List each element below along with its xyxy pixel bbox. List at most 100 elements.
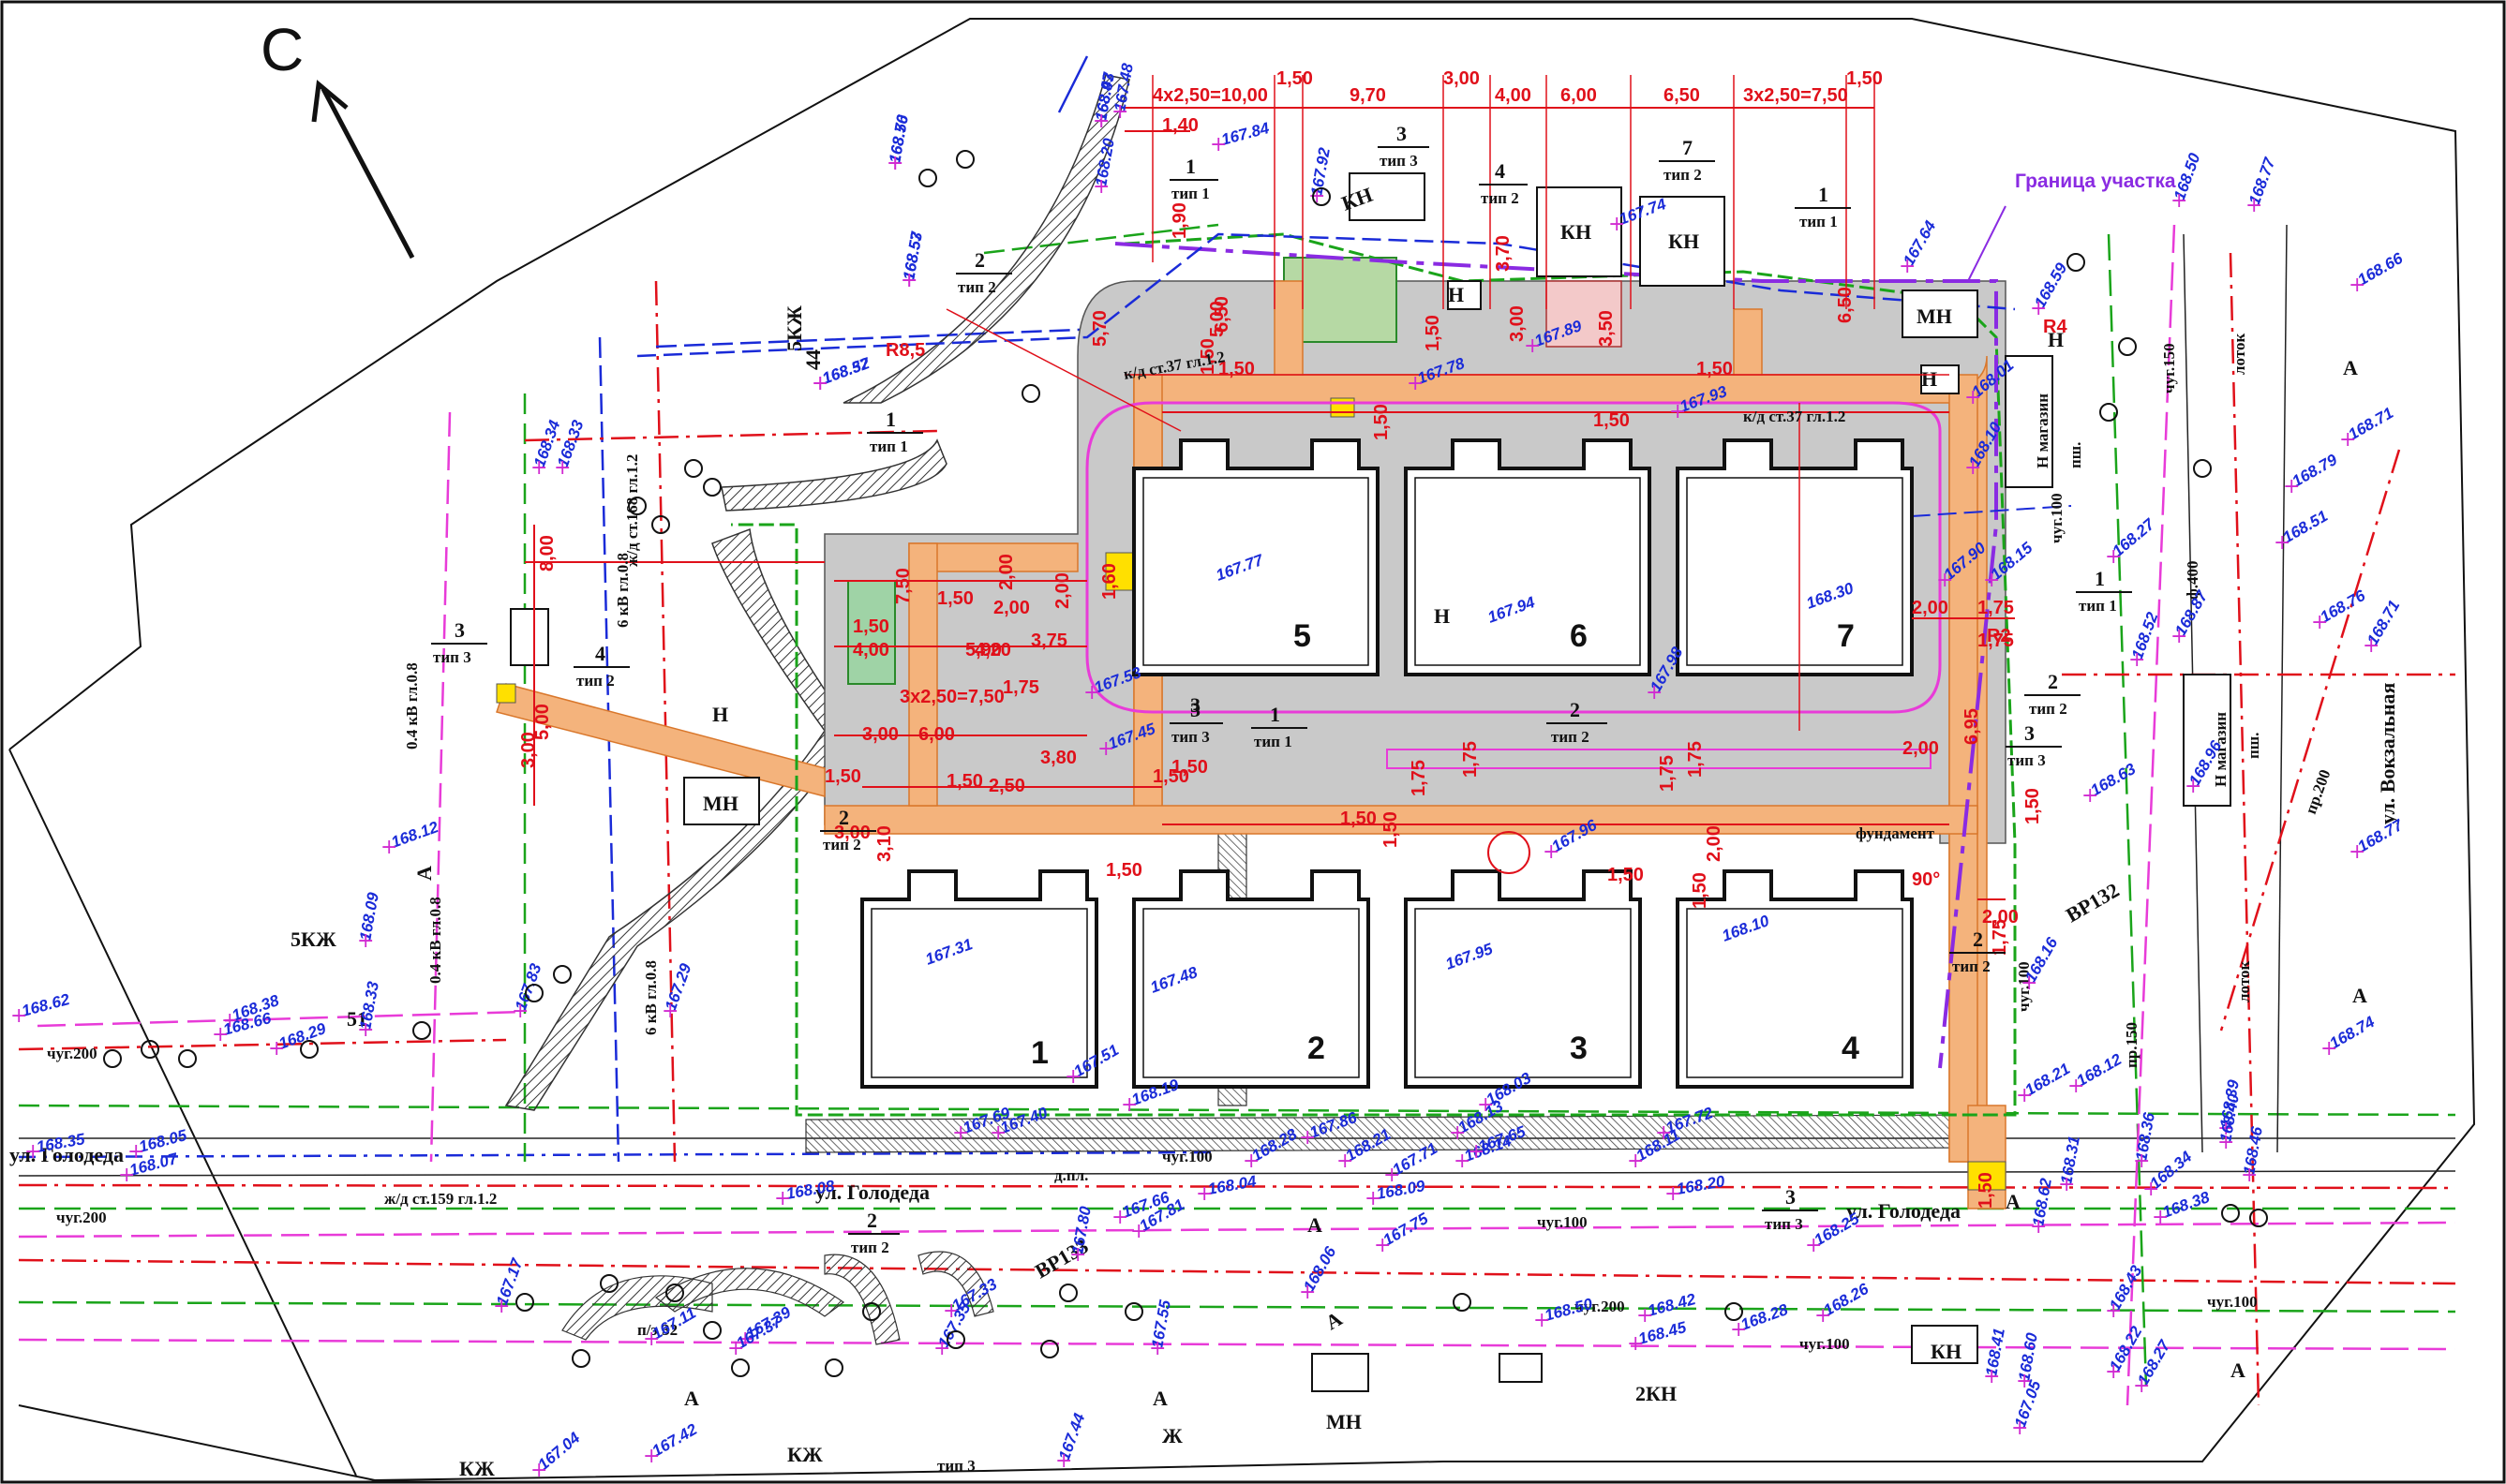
dimension-label: 1,50 [1607, 865, 1644, 885]
spot-cross-icon: + [1299, 1281, 1316, 1304]
dimension-label: 1,50 [1153, 766, 1189, 787]
dimension-label: 5,00 [532, 704, 553, 740]
utility-label: чуг.100 [2048, 493, 2066, 543]
tree-icon [1040, 1340, 1059, 1358]
svg-text:тип 2: тип 2 [1663, 166, 1702, 184]
spot-cross-icon: + [10, 1004, 27, 1028]
site-code: 2КН [1635, 1382, 1677, 1405]
tree-icon [918, 169, 937, 187]
svg-text:2: 2 [839, 806, 849, 829]
north-label: С [261, 16, 304, 83]
dimension-label: 4,00 [1495, 85, 1531, 106]
tree-icon [862, 1302, 881, 1321]
svg-text:тип 2: тип 2 [1952, 957, 1991, 975]
dimension-label: 2,00 [1902, 738, 1939, 759]
spot-cross-icon: + [1454, 1150, 1470, 1173]
tree-icon [300, 1040, 319, 1059]
dimension-label: 3х2,50=7,50 [900, 687, 1005, 707]
site-boundary-leader [1967, 205, 2006, 282]
building-6-number: 6 [1570, 618, 1588, 654]
tree-icon [651, 515, 670, 534]
spot-cross-icon: + [1336, 1150, 1353, 1173]
dimension-label: 1,75 [1990, 919, 2010, 956]
spot-cross-icon: + [1093, 110, 1110, 133]
tree-icon [947, 1330, 965, 1349]
dimension-label: 1,75 [1003, 677, 1039, 698]
spot-cross-icon: + [493, 1295, 510, 1318]
dimension-label: 1,50 [1218, 359, 1255, 379]
site-code: А [684, 1387, 699, 1410]
site-edging-green [731, 232, 2017, 1117]
spot-cross-icon: + [952, 1121, 969, 1145]
spot-cross-icon: + [1533, 1309, 1550, 1332]
site-code: А [1321, 1307, 1346, 1335]
building-5: 5 [1132, 438, 1380, 676]
svg-text:1: 1 [2095, 567, 2105, 590]
survey-boundary-diagonal [8, 749, 357, 1477]
svg-text:1: 1 [1270, 703, 1280, 726]
spot-cross-icon: + [1655, 1121, 1672, 1145]
site-code: КН [1931, 1340, 1962, 1363]
dimension-label: 5,90 [965, 640, 1002, 660]
dimension-label: 1,50 [1690, 872, 1710, 909]
site-code: ВР132 [2062, 878, 2123, 927]
spot-cross-icon: + [2170, 189, 2187, 213]
dimension-label: 5,00 [1207, 301, 1228, 337]
dimension-label: 6,50 [1835, 287, 1856, 323]
street-names: ул. Голодеда ул. Голодеда ул. Вокзальная… [9, 682, 2399, 1223]
site-code: Н [1434, 604, 1450, 628]
dimension-label: 1,50 [1423, 315, 1443, 351]
site-code: Н [712, 703, 728, 726]
svg-text:1: 1 [1818, 183, 1828, 206]
spot-cross-icon: + [2283, 475, 2300, 498]
tree-icon [1022, 384, 1040, 403]
spot-cross-icon: + [1983, 569, 2000, 592]
site-code: А [2352, 984, 2367, 1007]
spot-cross-icon: + [2185, 775, 2201, 798]
tree-icon [684, 459, 703, 478]
svg-text:тип 3: тип 3 [937, 1457, 976, 1475]
spot-cross-icon: + [530, 1459, 547, 1482]
small-structures [510, 172, 2231, 1392]
dimension-label: 1,60 [1099, 563, 1120, 600]
spot-cross-icon: + [2105, 545, 2122, 569]
svg-text:тип 2: тип 2 [2029, 700, 2067, 718]
street-name: ул. Голодеда [815, 1180, 930, 1204]
site-code: 44 [801, 349, 825, 370]
spot-cross-icon: + [943, 1299, 960, 1323]
svg-text:тип 2: тип 2 [851, 1239, 889, 1256]
dimension-label: 2,50 [989, 776, 1025, 796]
utility-label: чуг.200 [1574, 1298, 1625, 1315]
utility-label: лоток [2230, 334, 2248, 375]
utility-label: ж/д ст.168 гл.1.2 [623, 454, 641, 567]
utility-label: 6 кВ гл.0.8 [642, 960, 660, 1035]
spot-cross-icon: + [933, 1337, 950, 1360]
spot-cross-icon: + [1814, 1304, 1831, 1328]
dimension-label: 3,10 [874, 825, 895, 862]
svg-text:тип 3: тип 3 [2007, 751, 2046, 769]
spot-cross-icon: + [1936, 569, 1953, 592]
dimension-label: 1,50 [1340, 809, 1377, 829]
spot-cross-icon: + [1627, 1150, 1644, 1173]
dimension-label: 2,00 [1704, 825, 1724, 862]
spot-cross-icon: + [1608, 213, 1625, 236]
site-code: Н [1448, 283, 1464, 306]
spot-cross-icon: + [2349, 840, 2365, 864]
spot-cross-icon: + [2274, 531, 2290, 555]
building-4-number: 4 [1842, 1031, 1859, 1066]
spot-cross-icon: + [1449, 1121, 1466, 1145]
spot-cross-icon: + [2128, 648, 2145, 672]
spot-elevation: 168.05 [137, 1126, 189, 1156]
building-6: 6 [1404, 438, 1651, 676]
tree-icon [2193, 459, 2212, 478]
site-code: пш. [2245, 733, 2262, 759]
buildings: 5 6 7 1 2 3 4 [860, 438, 1914, 1089]
dimension-label: 6,50 [1212, 296, 1232, 333]
spot-elevation: 168.04 [1206, 1172, 1258, 1198]
spot-cross-icon: + [2011, 1417, 2028, 1440]
site-code: 51 [347, 1007, 367, 1031]
